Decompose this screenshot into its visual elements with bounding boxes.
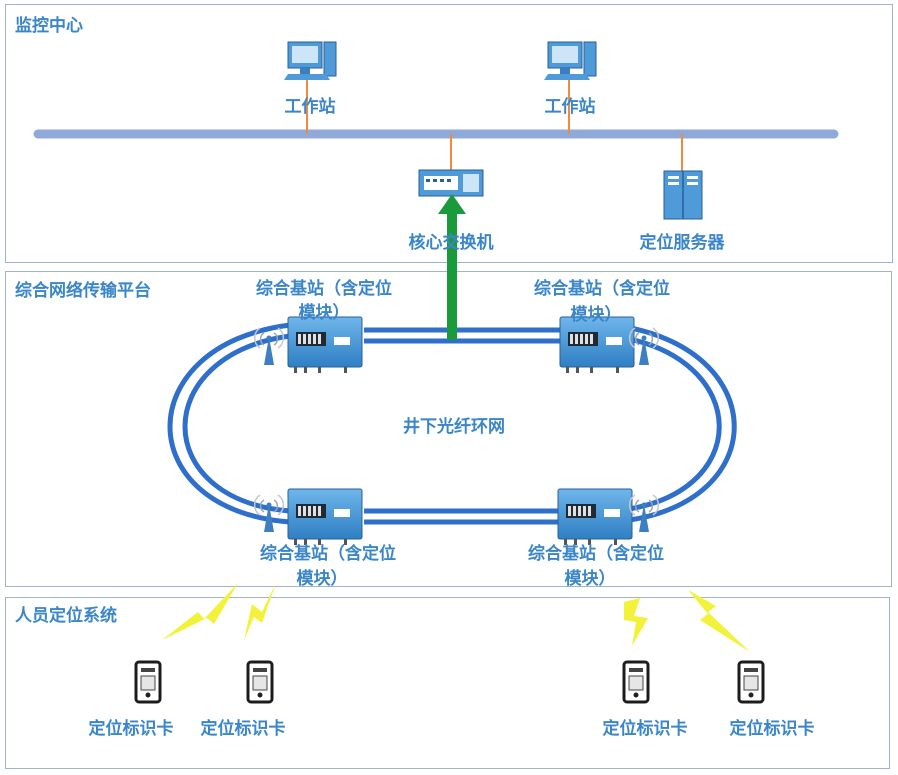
workstation-label: 工作站: [284, 97, 336, 117]
antenna-icon: [253, 494, 285, 533]
core-switch-icon: [418, 169, 484, 197]
base-station-label: 综合基站（含定位: [260, 544, 396, 564]
base-station-label: 模块）: [298, 303, 350, 323]
base-station-label: 模块）: [296, 569, 348, 589]
positioning-card-label: 定位标识卡: [200, 719, 286, 739]
positioning-card-label: 定位标识卡: [602, 719, 688, 739]
positioning-card-icon: [134, 660, 162, 704]
workstation-icon: [543, 41, 597, 81]
wireless-signal-icon: [162, 583, 238, 640]
wireless-signal-icon: [688, 590, 750, 652]
positioning-card-icon: [737, 660, 765, 704]
fiber-ring: [167, 322, 291, 525]
base-station-label: 模块）: [570, 305, 622, 325]
base-station-label: 综合基站（含定位: [256, 279, 392, 299]
base-station-icon: [559, 316, 635, 374]
base-station-icon: [557, 488, 633, 546]
wireless-signal-icon: [244, 583, 276, 640]
base-station-icon: [287, 488, 363, 546]
positioning-card-label: 定位标识卡: [88, 719, 174, 739]
network-platform-title: 综合网络传输平台: [15, 281, 151, 301]
core-switch-label: 核心交换机: [408, 233, 494, 253]
base-station-label: 综合基站（含定位: [534, 279, 670, 299]
wireless-signal-icon: [624, 598, 648, 646]
monitor-center-title: 监控中心: [15, 16, 83, 36]
personnel-positioning-title: 人员定位系统: [15, 606, 117, 626]
base-station-label: 综合基站（含定位: [528, 544, 664, 564]
position-server-label: 定位服务器: [639, 233, 725, 253]
workstation-icon: [283, 41, 337, 81]
positioning-card-icon: [246, 660, 274, 704]
fiber-ring-label: 井下光纤环网: [403, 417, 505, 437]
positioning-card-label: 定位标识卡: [729, 719, 815, 739]
fiber-ring: [611, 322, 737, 525]
fiber-ring: [611, 333, 722, 514]
base-station-label: 模块）: [564, 569, 616, 589]
fiber-ring: [182, 333, 291, 514]
server-icon: [663, 170, 703, 220]
base-station-icon: [287, 316, 363, 374]
positioning-card-icon: [622, 660, 650, 704]
uplink-arrow: [438, 194, 466, 340]
workstation-label: 工作站: [544, 97, 596, 117]
